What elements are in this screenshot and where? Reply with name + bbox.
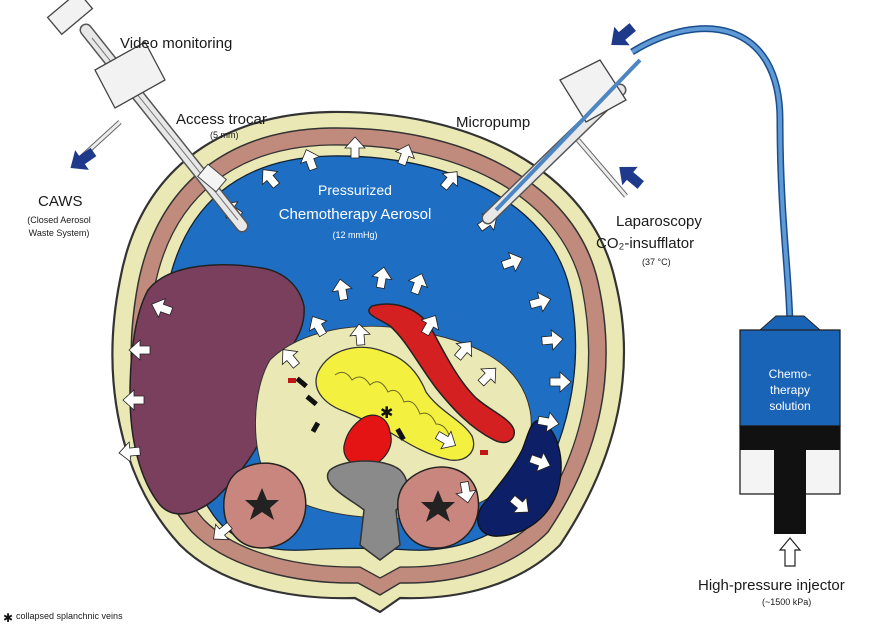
label-chemo-2: therapy [769, 383, 811, 397]
collapsed-splanchnic-veins [288, 376, 488, 455]
injector-push-arrow [778, 537, 802, 567]
label-injector-pressure: (~1500 kPa) [762, 597, 812, 607]
access-trocar [46, 0, 249, 233]
label-access-trocar: Access trocar [176, 111, 267, 128]
label-micropump: Micropump [456, 114, 531, 131]
label-caws-full-1: (Closed Aerosol [27, 215, 91, 225]
svg-text:✱: ✱ [380, 403, 393, 422]
label-pressure: (12 mmHg) [332, 230, 378, 240]
label-chemo-3: solution [769, 399, 811, 413]
asterisk-icon: ✱ [3, 611, 13, 625]
label-co2-insufflator: CO₂-insufflator [596, 235, 695, 252]
label-access-trocar-size: (5 mm) [210, 130, 239, 140]
high-pressure-injector [739, 315, 841, 534]
injector-tube [630, 25, 794, 331]
label-high-pressure-injector: High-pressure injector [698, 577, 845, 594]
label-caws: CAWS [38, 193, 83, 210]
intestine [315, 346, 475, 461]
label-temperature: (37 °C) [642, 257, 671, 267]
micropump-trocar [481, 58, 642, 225]
label-video-monitoring: Video monitoring [120, 35, 233, 52]
legend-collapsed-veins: collapsed splanchnic veins [16, 611, 123, 621]
label-caws-full-2: Waste System) [28, 228, 90, 238]
colon [368, 303, 515, 444]
spleen [477, 419, 562, 537]
label-pressurized: Pressurized [318, 182, 392, 198]
label-chemo-1: Chemo- [768, 367, 812, 381]
label-chemotherapy-aerosol: Chemotherapy Aerosol [278, 206, 432, 223]
label-laparoscopy: Laparoscopy [616, 213, 702, 230]
